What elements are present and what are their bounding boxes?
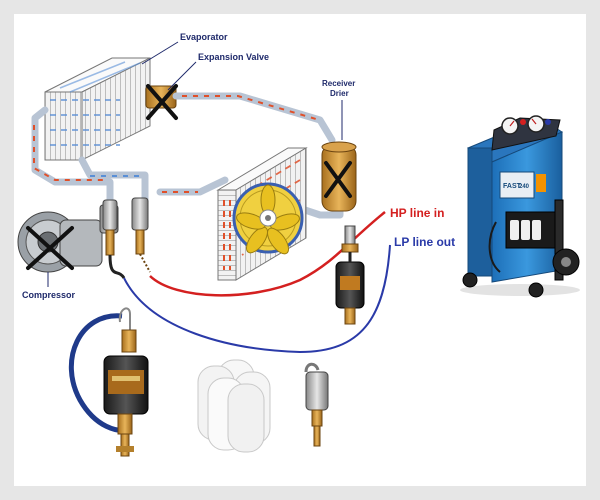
receiver-label: Receiver [322, 79, 355, 88]
lp-line-label: LP line out [394, 235, 455, 249]
filter-cartridges [198, 360, 270, 452]
expansion-valve-label: Expansion Valve [198, 52, 269, 62]
compressor-label: Compressor [22, 290, 76, 300]
drier-label: Drier [330, 89, 349, 98]
hp-line-label: HP line in [390, 206, 444, 220]
gauge-icon [502, 118, 518, 134]
machine-model-label: 240 [519, 184, 530, 190]
gauge-icon [528, 116, 544, 132]
evaporator-label: Evaporator [180, 32, 228, 42]
